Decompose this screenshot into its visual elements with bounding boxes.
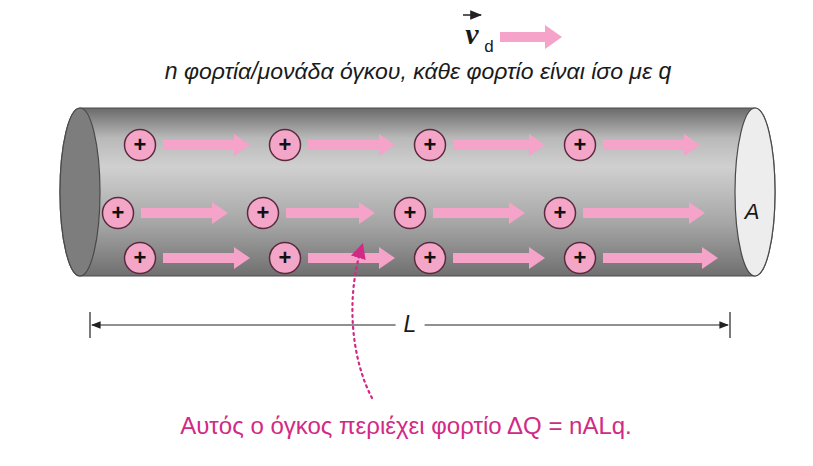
cylinder [60,108,775,276]
cylinder-cross-section [735,108,775,276]
length-label: L [396,312,425,337]
charge-circle: + [563,128,597,162]
charge-circle: + [563,241,597,275]
drift-arrow [141,202,228,224]
cylinder-left-end [60,108,100,276]
drift-arrow [603,247,718,269]
charge-sign: + [268,128,302,162]
charge-sign: + [101,196,135,230]
length-dimension [90,312,730,338]
charge-circle: + [123,128,157,162]
charge-circle: + [393,196,427,230]
cylinder-body [60,108,775,276]
velocity-arrow-shape [500,25,562,49]
charge-density-note: n φορτία/μονάδα όγκου, κάθε φορτίο είναι… [165,59,672,84]
volume-charge-note: Αυτός ο όγκος περιέχει φορτίο ΔQ = nALq. [180,413,632,439]
charge-sign: + [563,241,597,275]
charge-circle: + [123,241,157,275]
drift-arrow [583,202,705,224]
charge-sign: + [393,196,427,230]
velocity-symbol: v [465,17,478,50]
charge-sign: + [246,196,280,230]
dimension-tick [89,312,90,338]
drift-arrow [433,202,525,224]
charge-circle: + [268,128,302,162]
drift-arrow [453,134,545,156]
velocity-arrow [463,15,562,49]
charge-sign: + [123,128,157,162]
charge-sign: + [268,241,302,275]
drift-arrow [308,247,395,269]
charge-circle: + [101,196,135,230]
charge-sign: + [543,196,577,230]
drift-arrow [308,134,395,156]
drift-arrow [603,134,700,156]
drift-arrow [163,247,250,269]
charge-sign: + [413,241,447,275]
dimension-tick [729,312,730,338]
charge-sign: + [563,128,597,162]
velocity-subscript: d [484,38,493,57]
charge-sign: + [413,128,447,162]
charge-circle: + [413,241,447,275]
charge-circle: + [246,196,280,230]
drift-arrow [286,202,375,224]
charge-circle: + [268,241,302,275]
charge-sign: + [123,241,157,275]
drift-arrow [453,247,545,269]
area-label: A [745,200,760,224]
charge-circle: + [413,128,447,162]
drift-arrow [163,134,250,156]
vector-arrow [463,14,481,16]
leader-line [352,246,372,398]
charge-circle: + [543,196,577,230]
